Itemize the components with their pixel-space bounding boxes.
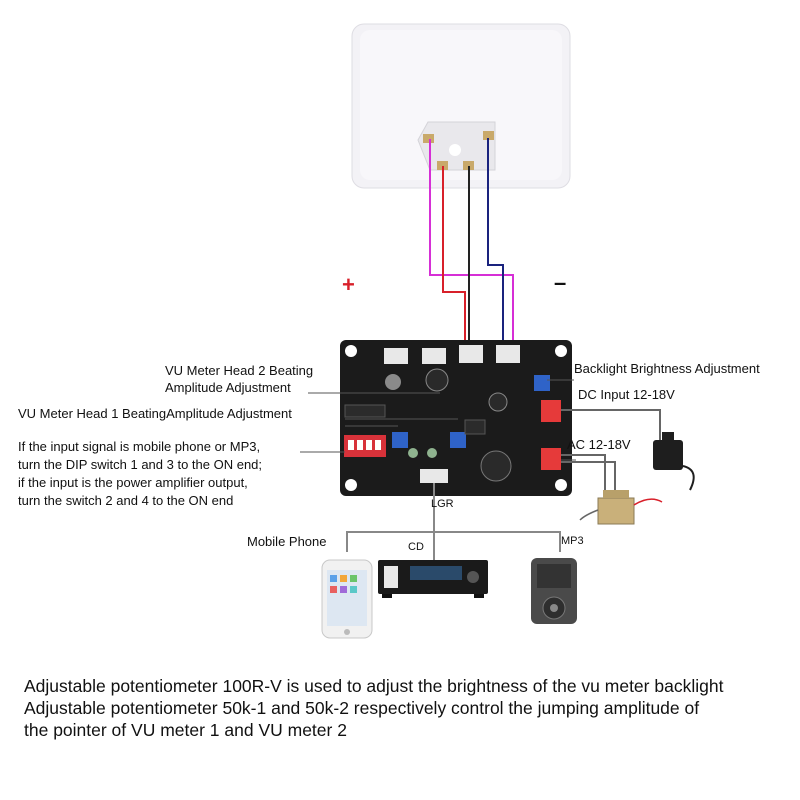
label-vu2-line1: VU Meter Head 2 Beating [165,363,314,378]
label-mobile-phone: Mobile Phone [247,534,327,549]
caption: Adjustable potentiometer 100R-V is used … [24,675,794,741]
driver-board [340,340,572,496]
cd-player [378,560,488,598]
mp3-player [531,558,577,624]
mobile-phone [321,559,373,639]
wires [429,138,514,345]
input-wiring [346,483,561,560]
label-cd: CD [408,541,424,553]
plus-symbol: + [342,272,355,297]
caption-line-3: the pointer of VU meter 1 and VU meter 2 [24,720,347,740]
label-ac-input: AC 12-18V [567,437,631,452]
label-dip-line-1: If the input signal is mobile phone or M… [18,439,261,454]
caption-line-2: Adjustable potentiometer 50k-1 and 50k-2… [24,698,700,718]
minus-symbol: – [554,270,567,295]
dc-adapter [653,432,695,491]
vu-meter-panel [351,23,571,189]
label-mp3: MP3 [561,535,584,547]
label-vu2-line2: Amplitude Adjustment [165,380,291,395]
label-dc-input: DC Input 12-18V [578,387,675,402]
label-lgr: LGR [431,498,454,510]
caption-line-1: Adjustable potentiometer 100R-V is used … [24,676,724,696]
label-dip-line-3: if the input is the power amplifier outp… [18,475,248,490]
label-backlight: Backlight Brightness Adjustment [574,361,760,376]
label-dip-line-4: turn the switch 2 and 4 to the ON end [18,493,234,508]
label-dip-line-2: turn the DIP switch 1 and 3 to the ON en… [18,457,263,472]
power-wiring [561,409,661,500]
label-vu1: VU Meter Head 1 BeatingAmplitude Adjustm… [18,406,292,421]
ac-transformer [579,490,663,525]
